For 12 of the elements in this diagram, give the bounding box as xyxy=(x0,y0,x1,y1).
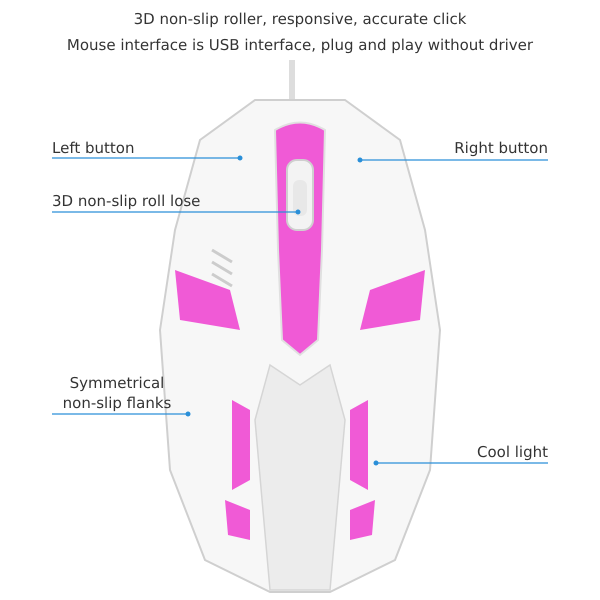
callout-label: Cool light xyxy=(448,442,548,462)
callout-label: 3D non-slip roll lose xyxy=(52,191,252,211)
leader-line xyxy=(52,412,190,416)
leader-line xyxy=(52,210,300,214)
leader-line xyxy=(374,460,548,466)
callout-label: Right button xyxy=(408,138,548,158)
leader-line xyxy=(358,158,548,162)
callout-label: Symmetrical non-slip flanks xyxy=(52,373,182,413)
title: 3D non-slip roller, responsive, accurate click xyxy=(132,10,468,28)
subtitle: Mouse interface is USB interface, plug and play without driver xyxy=(66,36,534,54)
callout-label: Left button xyxy=(52,138,192,158)
leader-line xyxy=(52,156,242,160)
